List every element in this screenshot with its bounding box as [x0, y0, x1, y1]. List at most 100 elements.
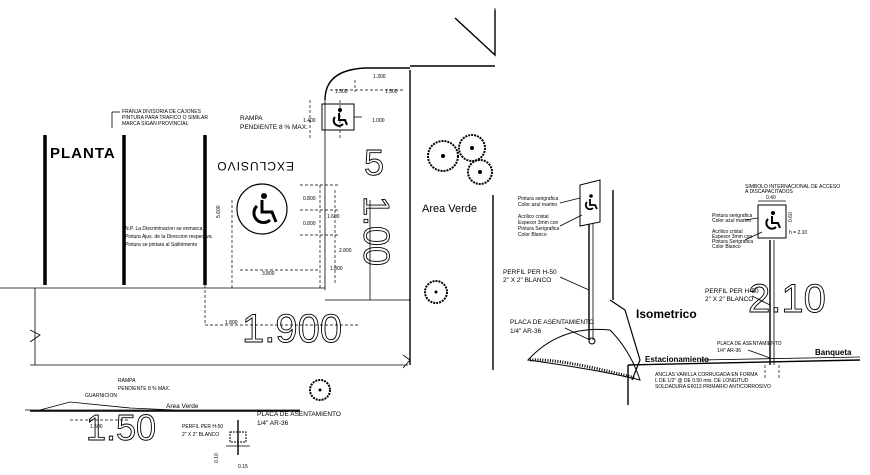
- elev-label-2: Color azul marino: [712, 218, 751, 224]
- dim-1500a: 1.500: [335, 89, 348, 95]
- sec-plate-2: 1/4" AR-36: [257, 420, 289, 427]
- sec-profile-1: PERFIL PER H-50: [182, 424, 223, 430]
- note-main-3: Pintura se pintara al Salitrimento: [125, 242, 197, 248]
- sec-010: 0.10: [214, 453, 220, 463]
- elev-plate-2: 1/4" AR-36: [717, 348, 741, 354]
- iso-wheelchair-icon: [584, 194, 598, 211]
- plan-title: PLANTA: [50, 145, 116, 162]
- sec-plate-1: PLACA DE ASENTAMIENTO: [257, 411, 341, 418]
- elevation-view: SIMBOLO INTERNACIONAL DE ACCESO A DISCAP…: [612, 184, 861, 405]
- wheelchair-icon: [252, 193, 278, 225]
- elev-profile-1: PERFIL PER H-50: [705, 288, 759, 295]
- elev-banqueta: Banqueta: [815, 348, 852, 357]
- sec-1500: 1.500: [90, 424, 103, 430]
- dim-1500b: 1.500: [385, 89, 398, 95]
- dim-2800: 2.800: [339, 248, 352, 254]
- iso-slab: [526, 328, 641, 381]
- sec-area-verde: Area Verde: [166, 403, 199, 410]
- iso-leader-1: [559, 197, 581, 204]
- ramp-label: RAMPA: [240, 115, 263, 122]
- ramp-slope: PENDIENTE 8 % MAX.: [240, 124, 308, 131]
- elev-leader-4: [747, 349, 771, 359]
- dim-5600: 5.600: [216, 205, 222, 218]
- note-paint-3: MARCA SIGAN PROVINCIAL: [122, 121, 189, 127]
- elev-wheelchair-icon: [765, 211, 781, 230]
- elev-plate-1: PLACA DE ASENTAMIENTO: [717, 341, 782, 347]
- diagonal-wall: [454, 10, 496, 57]
- elev-anchor-2: L DE 1/2" @ DE 0.50 mts. DE LONGITUD: [655, 378, 749, 384]
- dim-0800b: 0.800: [303, 221, 316, 227]
- elev-leader-1: [744, 217, 759, 221]
- break-mark: [29, 329, 41, 343]
- iso-leader-3: [559, 276, 590, 291]
- iso-profile-1: PERFIL PER H-50: [503, 269, 557, 276]
- sec-ramp-label: RAMPA: [118, 378, 136, 384]
- elev-profile-2: 2" X 2" BLANCO: [705, 296, 753, 303]
- elev-anchor-1: ANCLAS VARILLA CORRUGADA EN FORMA: [655, 372, 758, 378]
- corner-curve: [324, 67, 410, 101]
- sec-profile-2: 2" X 2" BLANCO: [182, 432, 219, 438]
- iso-paint-1: Pintura serigrafica: [518, 196, 559, 202]
- sec-ramp: [39, 401, 176, 411]
- tree-icon-2: [458, 134, 486, 162]
- sec-guarnicion: GUARNICION: [85, 393, 117, 399]
- tree-icon-4: [424, 280, 448, 304]
- elev-leader-2: [744, 231, 763, 241]
- iso-leader-2: [559, 214, 583, 227]
- iso-acrylic-1: Acrilico cristal: [518, 214, 549, 220]
- note-paint-1: FRANJA DIVISORIA DE CAJONES: [122, 109, 202, 115]
- isometric-view: Isometrico Pintura serigrafica Color azu…: [492, 179, 697, 381]
- iso-curb: [609, 299, 641, 381]
- accessibility-circle: [236, 183, 288, 235]
- plan-view: PLANTA 1.500 1.300 1.500: [0, 8, 496, 369]
- sec-post-base: [229, 431, 247, 443]
- break-mark-2: [402, 354, 411, 369]
- elev-h: h = 2.10: [789, 230, 807, 236]
- elev-leader-3: [751, 295, 771, 306]
- iso-acrylic-3: Pintura Serigrafica: [518, 226, 559, 232]
- iso-acrylic-2: Espesor 3mm con: [518, 220, 559, 226]
- tree-icon-3: [467, 159, 493, 185]
- iso-plate-2: 1/4" AR-36: [510, 328, 542, 335]
- dim-1300: 1.300: [373, 74, 386, 80]
- sec-ramp-slope: PENDIENTE 8 % MAX.: [118, 386, 170, 392]
- section-view: RAMPA PENDIENTE 8 % MAX. GUARNICION Area…: [25, 378, 341, 470]
- iso-plate-1: PLACA DE ASENTAMIENTO: [510, 319, 594, 326]
- tree-icon-5: [309, 379, 331, 401]
- big-dim-100: 1.00: [356, 196, 397, 266]
- elev-anchor-3: SOLDADURA E6013 PRIMARIO ANTICORROSIVO: [655, 384, 771, 390]
- iso-leader-4: [564, 327, 591, 341]
- iso-base-plate: [588, 337, 596, 345]
- sec-015: 0.15: [238, 464, 248, 470]
- elev-040: 0.40: [766, 195, 776, 201]
- iso-acrylic-4: Color Blanco: [518, 232, 547, 238]
- wheelchair-small-icon: [332, 108, 348, 127]
- elev-060: 0.60: [788, 212, 794, 222]
- tree-icon-1: [427, 140, 459, 172]
- dim-1000: 1.000: [372, 118, 385, 124]
- area-verde-label: Area Verde: [422, 203, 477, 215]
- dim-3800: 3.800: [262, 271, 275, 277]
- elev-label-1: Pintura serigrafica: [712, 213, 753, 219]
- iso-title: Isometrico: [636, 307, 697, 321]
- big-dim-5: 5: [364, 142, 384, 183]
- elev-ground: [627, 359, 861, 366]
- exclusive-text: EXCLUSIVO: [216, 159, 294, 173]
- elev-label-3: Acrilico cristal: [712, 229, 743, 235]
- dim-1800b: 1.800: [225, 320, 238, 326]
- big-dim-150: 1.50: [86, 407, 156, 448]
- elev-label-4: Espesor 3mm con: [712, 234, 753, 240]
- note-paint-2: PINTURA PARA TRAFICO O SIMILAR: [122, 115, 208, 121]
- elev-label-5: Pintura Serigrafica: [712, 239, 753, 245]
- dim-1400: 1.400: [303, 118, 316, 124]
- dim-0800a: 0.800: [303, 196, 316, 202]
- dim-1800a: 1.800: [330, 266, 343, 272]
- dim-1600: 1.600: [327, 214, 340, 220]
- elev-top-note-1: SIMBOLO INTERNACIONAL DE ACCESO: [745, 184, 840, 190]
- iso-paint-2: Color azul marino: [518, 202, 557, 208]
- big-dim-210: 2.10: [748, 277, 826, 321]
- elev-label-6: Color Blanco: [712, 244, 741, 250]
- note-main-1: N.P. La Discriminacion se enmarca: [125, 226, 203, 232]
- elev-estacionamiento: Estacionamiento: [645, 355, 709, 364]
